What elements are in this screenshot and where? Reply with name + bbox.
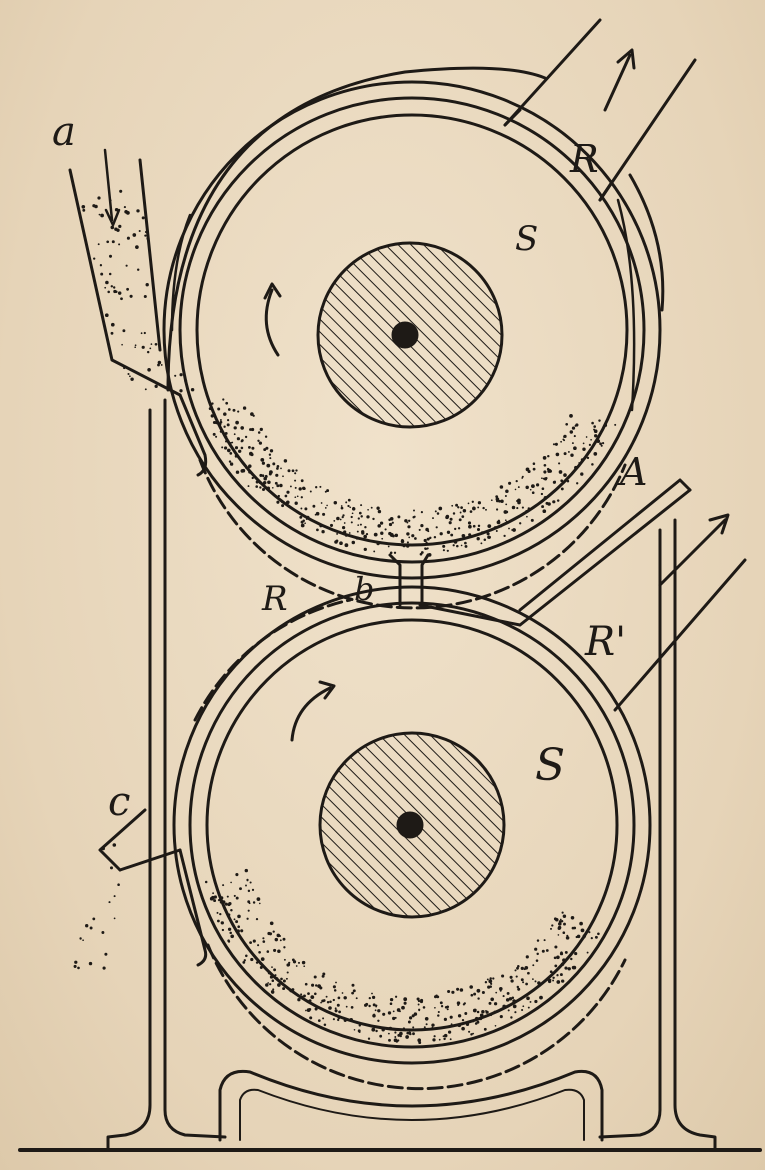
top-shaft (391, 321, 419, 349)
top-outlet-duct (503, 18, 697, 202)
label-R-prime: R' (584, 619, 626, 665)
label-R-top: R (569, 137, 599, 181)
top-screen-dashed (198, 458, 627, 610)
grain-top (208, 398, 617, 557)
bottom-shaft (396, 811, 424, 839)
label-A: A (617, 450, 647, 494)
label-S-bottom: S (535, 740, 565, 791)
middle-outlet-duct (518, 478, 747, 712)
top-drum-outer (178, 96, 646, 564)
middle-outlet-arrow (658, 518, 727, 587)
grain-bottom (204, 868, 600, 1045)
label-a: a (52, 109, 76, 155)
bottom-casing (172, 585, 652, 1065)
label-S-top: S (515, 219, 538, 259)
bottom-drum-outer (188, 601, 636, 1049)
bottom-rotation-arrow (290, 686, 332, 742)
top-drum (162, 80, 662, 610)
feed-hopper (68, 148, 208, 477)
grain-hopper (81, 189, 195, 393)
bottom-drum-inner (205, 618, 619, 1032)
label-b: b (354, 570, 374, 608)
grain-chute (73, 843, 120, 970)
bottom-screen-dashed (206, 943, 627, 1091)
bottom-drum (172, 585, 652, 1091)
mid-screen-dashed (193, 598, 352, 722)
top-rotation-arrow (264, 288, 280, 357)
top-drum-inner (195, 113, 629, 547)
arched-base (218, 1069, 604, 1142)
top-casing (162, 80, 662, 580)
top-outlet-arrow (603, 53, 632, 112)
discharge-chute (98, 808, 208, 967)
label-R-mid: R (261, 579, 288, 619)
label-c: c (108, 779, 130, 825)
machine-frame (106, 66, 717, 1150)
